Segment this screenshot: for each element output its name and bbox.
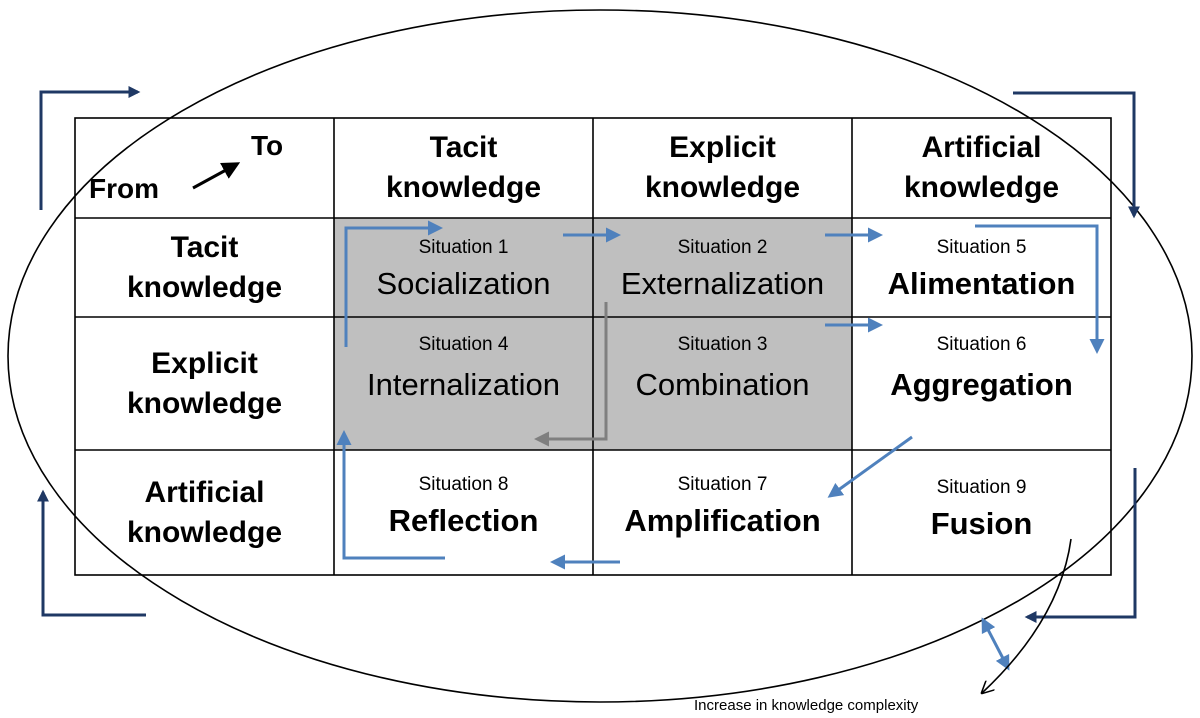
situation-9-cell: Situation 9 Fusion bbox=[852, 476, 1111, 573]
column-header-explicit: Explicit knowledge bbox=[644, 131, 801, 204]
fusion-complexity-curve bbox=[982, 538, 1072, 693]
situation-8-cell: Situation 8 Reflection bbox=[334, 473, 593, 573]
matrix-grid bbox=[74, 117, 1112, 576]
to-label: To bbox=[251, 130, 284, 161]
row-header-tacit: Tacit knowledge bbox=[126, 230, 283, 304]
situation-5-label: Situation 5 bbox=[936, 237, 1027, 258]
arrow-s6-to-s7 bbox=[827, 435, 913, 498]
situation-4-name: Internalization bbox=[366, 367, 560, 402]
row-header-explicit: Explicit knowledge bbox=[126, 346, 283, 420]
situation-8-label: Situation 8 bbox=[418, 474, 509, 495]
column-header-tacit: Tacit knowledge bbox=[385, 131, 542, 204]
situation-1-label: Situation 1 bbox=[418, 237, 509, 258]
situation-7-cell: Situation 7 Amplification bbox=[593, 473, 852, 573]
corner-arrow-bottom-right bbox=[1024, 468, 1137, 623]
situation-3-cell: Situation 3 Combination bbox=[593, 333, 852, 450]
situation-3-name: Combination bbox=[635, 367, 810, 402]
arrow-s5-to-s6 bbox=[975, 224, 1105, 354]
row-header-artificial: Artificial knowledge bbox=[126, 475, 283, 549]
situation-4-cell: Situation 4 Internalization bbox=[334, 333, 593, 450]
situation-5-cell: Situation 5 Alimentation bbox=[852, 236, 1111, 317]
situation-9-name: Fusion bbox=[930, 506, 1033, 541]
situation-flow-arrows bbox=[336, 220, 1105, 671]
situation-1-name: Socialization bbox=[376, 266, 551, 301]
situation-4-label: Situation 4 bbox=[418, 334, 509, 355]
from-label: From bbox=[89, 173, 159, 204]
situation-9-label: Situation 9 bbox=[936, 477, 1027, 498]
situation-6-label: Situation 6 bbox=[936, 334, 1027, 355]
arrow-s8-to-s4 bbox=[336, 430, 445, 560]
corner-arrow-top-left bbox=[39, 86, 141, 210]
situation-6-cell: Situation 6 Aggregation bbox=[852, 333, 1111, 450]
situation-5-name: Alimentation bbox=[887, 266, 1076, 301]
situation-6-name: Aggregation bbox=[890, 367, 1073, 402]
situation-3-label: Situation 3 bbox=[677, 334, 768, 355]
situation-7-label: Situation 7 bbox=[677, 474, 768, 495]
situation-7-name: Amplification bbox=[624, 503, 821, 538]
complexity-caption: Increase in knowledge complexity bbox=[694, 697, 919, 714]
situation-2-label: Situation 2 bbox=[677, 237, 768, 258]
corner-cycle-arrows bbox=[37, 86, 1140, 623]
situation-1-cell: Situation 1 Socialization bbox=[334, 236, 593, 317]
complexity-double-arrow bbox=[981, 617, 1010, 671]
column-header-artificial: Artificial knowledge bbox=[903, 131, 1060, 204]
complexity-ellipse bbox=[7, 9, 1193, 703]
corner-arrow-top-right bbox=[1013, 91, 1140, 219]
situation-2-cell: Situation 2 Externalization bbox=[593, 236, 852, 317]
arrow-s2-to-s4 bbox=[534, 302, 608, 447]
corner-arrow-bottom-left bbox=[37, 489, 146, 617]
situation-8-name: Reflection bbox=[388, 503, 539, 538]
from-to-arrow bbox=[192, 162, 241, 190]
situation-2-name: Externalization bbox=[620, 266, 825, 301]
arrow-s4-to-s1 bbox=[344, 220, 443, 347]
